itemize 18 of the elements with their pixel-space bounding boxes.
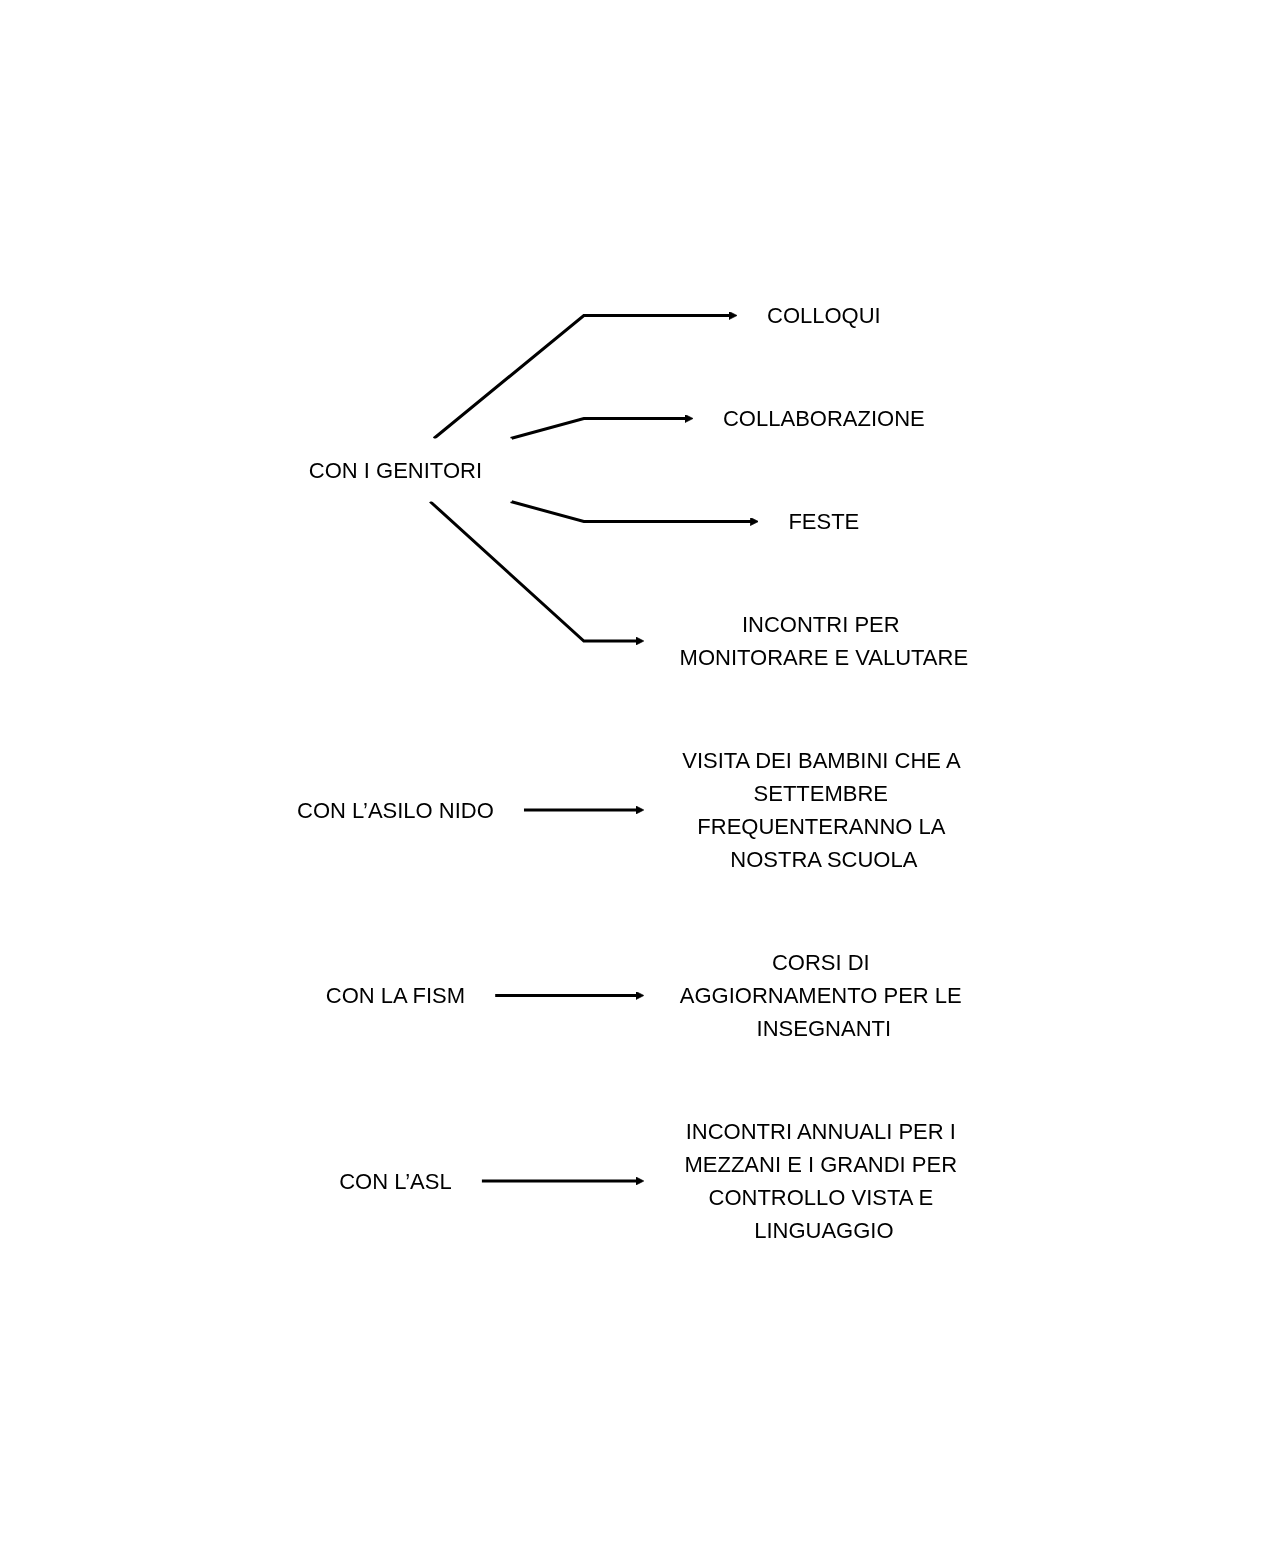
arrow — [494, 991, 644, 1000]
node-text: CON I GENITORI — [308, 457, 482, 483]
node-text: VISITA DEI BAMBINI CHE A SETTEMBRE FREQUENTERANNO LA NOSTRA SCUOLA — [681, 748, 959, 872]
arrow — [523, 805, 644, 815]
arrow — [481, 1176, 644, 1186]
node-text: CON L’ASL — [338, 1168, 452, 1194]
arrow — [509, 414, 693, 440]
arrow — [432, 311, 737, 440]
arrow — [428, 500, 644, 646]
node-text: INCONTRI ANNUALI PER I MEZZANI E I GRANDI PER CONTROLLO VISTA E LINGUAGGIO — [684, 1119, 957, 1243]
node-text: CON LA FISM — [325, 983, 465, 1008]
node-text: COLLABORAZIONE — [722, 406, 925, 431]
node-text: INCONTRI PER MONITORARE E VALUTARE — [679, 612, 968, 670]
node-text: CON L’ASILO NIDO — [296, 797, 494, 823]
node-text: COLLOQUI — [766, 303, 881, 328]
arrow — [509, 500, 759, 526]
node-text: CORSI DI AGGIORNAMENTO PER LE INSEGNANTI — [679, 950, 962, 1041]
node-text: FESTE — [787, 509, 859, 534]
